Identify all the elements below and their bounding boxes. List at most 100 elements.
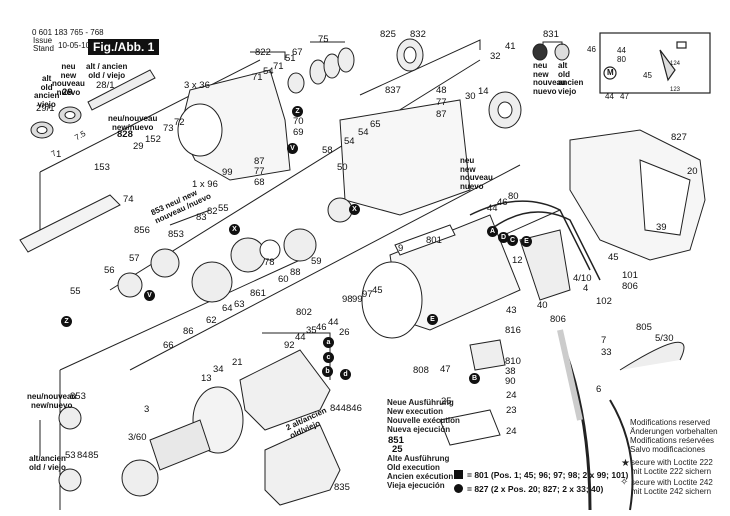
part-label: 43 — [506, 305, 517, 316]
part-label: 73 — [163, 123, 174, 134]
connector-marker-z: Z — [292, 106, 303, 117]
part-label: 77 — [436, 97, 447, 108]
part-label: 4/10 — [573, 273, 592, 284]
part-label: 55 — [70, 286, 81, 297]
part-label: 810 — [505, 356, 521, 367]
part-label: 33 — [601, 347, 612, 358]
part-label: 64 — [222, 303, 233, 314]
part-label: 99 — [352, 294, 363, 305]
part-label: 54 — [344, 136, 355, 147]
part-label: 85 — [88, 450, 99, 461]
part-label: 844 — [330, 403, 346, 414]
part-label: 9 — [398, 243, 404, 254]
note-line: secure with Loctite 242 — [631, 478, 713, 487]
part-label: 74 — [123, 194, 134, 205]
part-label: 825 — [380, 29, 396, 40]
version-new-828: neu/nouveau new/nuevo — [108, 114, 158, 132]
part-label: 846 — [346, 403, 362, 414]
part-label: 71 — [252, 72, 263, 83]
motor-housing-front — [339, 99, 471, 216]
gear-62 — [191, 261, 233, 303]
motor-symbol: M — [607, 68, 614, 77]
part-label: 806 — [622, 281, 638, 292]
version-old-bottom: alt/ancien old / viejo — [29, 454, 66, 472]
circle-icon — [454, 484, 463, 493]
part-label: 29/1 — [36, 103, 55, 114]
part-label: 29 — [133, 141, 144, 152]
part-label: 87 — [436, 109, 447, 120]
part-label: 56 — [104, 265, 115, 276]
part-label: 25 — [392, 444, 403, 455]
part-label: 828 — [117, 129, 133, 140]
part-label: 46 — [497, 197, 508, 208]
connector-marker-z2: Z — [61, 316, 72, 327]
part-label: 153 — [94, 162, 110, 173]
issue-label-text: Issue — [33, 36, 53, 45]
part-label: 20 — [687, 166, 698, 177]
part-label: 28/1 — [96, 80, 115, 91]
label-line: new/nuevo — [31, 400, 73, 410]
connector-marker-e: E — [521, 236, 532, 247]
four-point-star-icon: ✧ — [620, 477, 629, 488]
part-label: 58 — [322, 145, 333, 156]
loctite-222-legend: ★ secure with Loctite 222 mit Loctite 22… — [621, 458, 713, 476]
part-label: 80 — [508, 191, 519, 202]
version-new-831: neu new nouveau nuevo — [533, 61, 566, 96]
label-line: old / viejo — [88, 70, 126, 80]
label-line: nouveau — [533, 78, 566, 87]
label-line: neu/nouveau — [27, 392, 77, 401]
part-label: 853 — [70, 391, 86, 402]
part-label: 853 — [168, 229, 184, 240]
part-label: 46 — [316, 322, 327, 333]
label-line: old — [558, 69, 570, 79]
part-label: 88 — [290, 267, 301, 278]
label-line: viejo — [37, 99, 56, 109]
part-label: 97 — [362, 289, 373, 300]
part-label: 32 — [490, 51, 501, 62]
part-label: 38 — [505, 366, 516, 377]
wire-label: 46 — [587, 45, 596, 54]
part-label: 69 — [293, 127, 304, 138]
connector-marker-b: B — [469, 373, 480, 384]
part-label: 832 — [410, 29, 426, 40]
switch — [519, 229, 571, 301]
part-label: 34 — [213, 364, 224, 375]
part-label: 45 — [372, 285, 383, 296]
part-label: 4 — [583, 283, 589, 294]
label-line: old / viejo — [29, 462, 66, 472]
version-new-29: neu new nouveau nuevo — [52, 62, 85, 97]
part-label: 72 — [174, 117, 185, 128]
connector-marker-x2: X — [349, 204, 360, 215]
part-label: 1 — [56, 149, 62, 160]
part-label: 6 — [596, 384, 602, 395]
connector-marker-x: X — [229, 224, 240, 235]
part-label: 70 — [293, 116, 304, 127]
switch-terminals-top: 124 — [670, 61, 681, 67]
label-line: alt — [558, 61, 568, 70]
note-line: Modifications reśervées — [630, 436, 715, 445]
part-label: 59 — [311, 256, 322, 267]
part-label: 3 — [144, 404, 150, 415]
part-label: 5/30 — [655, 333, 674, 344]
label-line: nuevo — [56, 87, 81, 97]
part-label: 48 — [436, 85, 447, 96]
part-label: 66 — [163, 340, 174, 351]
connector-marker-c: C — [507, 235, 518, 246]
spindle-shaft — [19, 69, 156, 253]
wire-label: 47 — [620, 92, 629, 101]
version-new-bearing: neu new nouveau nuevo — [460, 156, 493, 191]
connector-marker-d-small: d — [340, 369, 351, 380]
stand-label-text: Stand — [33, 44, 54, 53]
label-line: alt/ancien — [29, 454, 66, 463]
part-label: 47 — [440, 364, 451, 375]
connector-marker-a: A — [487, 226, 498, 237]
part-label: 152 — [145, 134, 161, 145]
connector-marker-d: D — [498, 232, 509, 243]
label-line: viejo — [558, 86, 577, 96]
label-line: neu/nouveau — [108, 114, 158, 123]
part-label: 41 — [505, 41, 516, 52]
wiring-schematic — [599, 32, 711, 94]
part-label: 40 — [537, 300, 548, 311]
part-label: 21 — [232, 357, 243, 368]
